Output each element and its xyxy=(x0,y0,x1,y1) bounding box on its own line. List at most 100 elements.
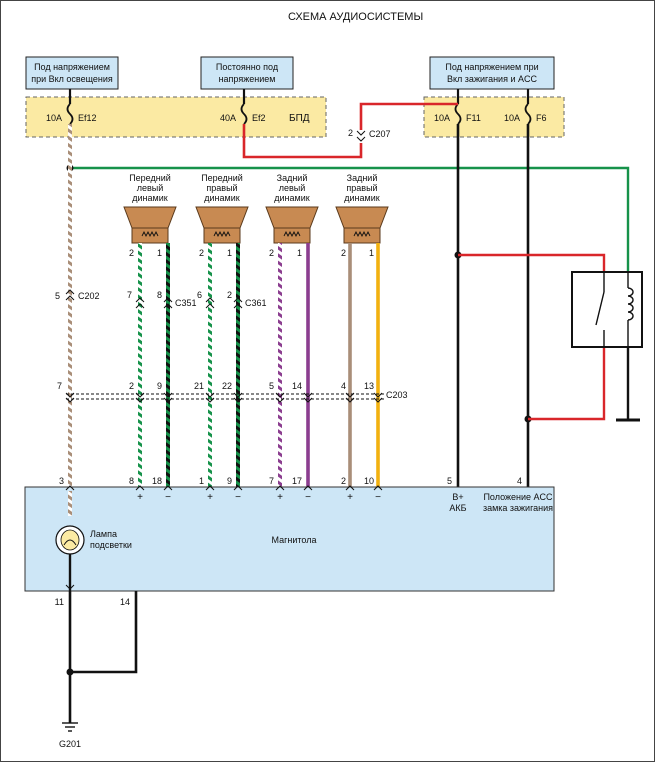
wire-front-left-minus xyxy=(166,243,170,487)
speaker-pin: 2 xyxy=(269,248,274,258)
relay xyxy=(571,271,643,348)
wire-red-c207-to-f11 xyxy=(359,102,458,130)
radio-pin: 8 xyxy=(129,476,134,486)
lamp-label-line1: Лампа xyxy=(90,529,117,539)
fuse-f6-symbol xyxy=(524,103,532,125)
fuse-f11-name: F11 xyxy=(466,113,481,123)
speaker-pin: 1 xyxy=(369,248,374,258)
svg-text:динамик: динамик xyxy=(274,193,309,203)
wire-front-right-plus xyxy=(208,243,212,487)
source-ignition-line2: Вкл зажигания и ACC xyxy=(447,74,537,84)
fuse-f11-symbol xyxy=(454,103,462,125)
connector-c361-symbol xyxy=(205,297,243,309)
radio-pin: 5 xyxy=(447,476,452,486)
radio-pin: 2 xyxy=(341,476,346,486)
acc-label-line2: замка зажигания xyxy=(483,503,553,513)
wire-lamp-feed xyxy=(68,491,72,516)
svg-text:правый: правый xyxy=(206,183,237,193)
connector-c351-name: C351 xyxy=(175,298,197,308)
fuse-box-left xyxy=(25,96,327,138)
connector-c202-name: C202 xyxy=(78,291,100,301)
polarity-sign: − xyxy=(165,492,171,503)
lamp-label-line2: подсветки xyxy=(90,540,132,550)
source-box-constant: Постоянно под напряжением xyxy=(200,56,294,90)
polarity-sign: + xyxy=(207,492,213,503)
connector-c203-pin: 13 xyxy=(364,381,374,391)
backlight-lamp-icon xyxy=(55,525,85,555)
svg-text:динамик: динамик xyxy=(344,193,379,203)
wire-red-relay-to-acc xyxy=(528,347,606,421)
radio-pin: 10 xyxy=(364,476,374,486)
connector-c351-pin: 7 xyxy=(127,290,132,300)
fuse-ef2-rating: 40A xyxy=(220,113,236,123)
speaker-rear-right-label: Задний правый динамик xyxy=(344,173,379,203)
radio-pin: 3 xyxy=(59,476,64,486)
connector-c202-symbol xyxy=(65,289,75,301)
svg-text:Передний: Передний xyxy=(201,173,243,183)
wire-front-left-plus xyxy=(138,243,142,487)
polarity-sign: − xyxy=(305,492,311,503)
radio-pin: 7 xyxy=(269,476,274,486)
fuse-ef12-rating: 10A xyxy=(46,113,62,123)
radio-bottom-pin: 11 xyxy=(55,597,64,607)
radio-module xyxy=(24,486,555,592)
connector-c203-pin: 7 xyxy=(57,381,62,391)
source-constant-line1: Постоянно под xyxy=(216,62,279,72)
speaker-pin: 2 xyxy=(199,248,204,258)
radio-pin: 18 xyxy=(152,476,162,486)
speaker-icon xyxy=(195,206,249,244)
relay-switch-contact xyxy=(595,291,605,326)
svg-text:правый: правый xyxy=(346,183,377,193)
connector-c203-pin: 4 xyxy=(341,381,346,391)
fuse-box-right xyxy=(423,96,565,138)
splice-dot-ground xyxy=(66,668,74,676)
svg-text:Задний: Задний xyxy=(347,173,378,183)
diagram-title: СХЕМА АУДИОСИСТЕМЫ xyxy=(288,11,423,23)
lamp-return-chevron xyxy=(65,584,75,590)
polarity-sign: + xyxy=(137,492,143,503)
source-box-ignition: Под напряжением при Вкл зажигания и ACC xyxy=(429,56,555,90)
wire-rear-left-plus xyxy=(278,243,282,487)
speaker-pin: 1 xyxy=(227,248,232,258)
speaker-front-right-label: Передний правый динамик xyxy=(201,173,243,203)
radio-pin: 17 xyxy=(292,476,302,486)
connector-c207-name: C207 xyxy=(369,129,391,139)
svg-text:Передний: Передний xyxy=(129,173,171,183)
connector-c207-pin: 2 xyxy=(348,128,353,138)
connector-c351-symbol xyxy=(135,297,173,309)
speaker-icons xyxy=(123,206,389,244)
wire-tan-ef12-to-radio xyxy=(68,124,72,487)
svg-text:Задний: Задний xyxy=(277,173,308,183)
connector-c203-pin: 14 xyxy=(292,381,302,391)
radio-pin: 9 xyxy=(227,476,232,486)
radio-pin: 1 xyxy=(199,476,204,486)
radio-module-label: Магнитола xyxy=(272,535,317,545)
relay-coil-icon xyxy=(627,287,634,321)
fuse-ef2-symbol xyxy=(240,103,248,125)
connector-c361-name: C361 xyxy=(245,298,267,308)
fuse-f6-name: F6 xyxy=(536,113,547,123)
wire-front-right-minus xyxy=(236,243,240,487)
speaker-pin: 2 xyxy=(129,248,134,258)
polarity-sign: − xyxy=(235,492,241,503)
source-illumination-line2: при Вкл освещения xyxy=(31,74,113,84)
svg-text:левый: левый xyxy=(279,183,306,193)
radio-pin: 4 xyxy=(517,476,522,486)
connector-c351-pin: 8 xyxy=(157,290,162,300)
speaker-rear-left-label: Задний левый динамик xyxy=(274,173,309,203)
connector-c203-name: C203 xyxy=(386,390,408,400)
battery-label-line1: B+ xyxy=(452,492,463,502)
svg-text:левый: левый xyxy=(137,183,164,193)
connector-c203-pin: 21 xyxy=(194,381,204,391)
fuse-ef12-symbol xyxy=(66,103,74,125)
speaker-icon xyxy=(265,206,319,244)
connector-c207-symbol xyxy=(356,130,366,142)
speaker-icon xyxy=(335,206,389,244)
fuse-f6-rating: 10A xyxy=(504,113,520,123)
speaker-front-left-label: Передний левый динамик xyxy=(129,173,171,203)
connector-c361-pin: 6 xyxy=(197,290,202,300)
battery-label-line2: АКБ xyxy=(449,503,466,513)
radio-pin-chevrons xyxy=(65,485,383,491)
